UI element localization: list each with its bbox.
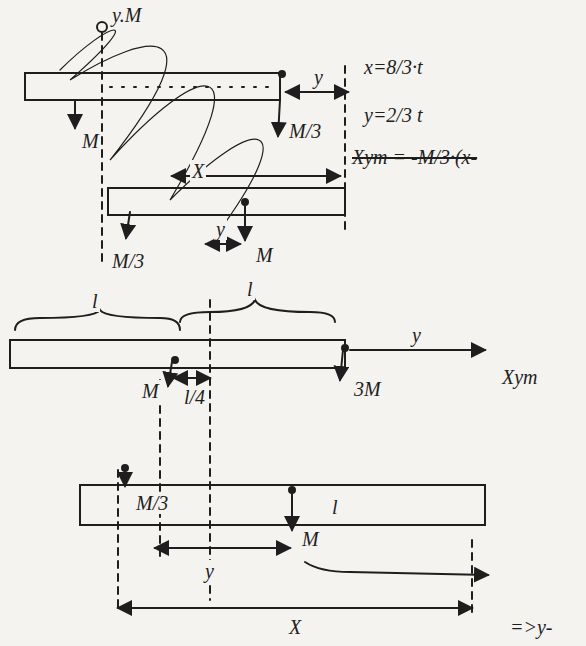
distance-label: X: [287, 616, 303, 638]
distance-label: y: [203, 560, 216, 582]
equation: x=8/3·t: [362, 56, 425, 78]
mass-label: M: [254, 244, 275, 266]
mass-label: M: [300, 528, 321, 550]
mass-label: M/3: [134, 492, 170, 514]
length-label: l: [245, 278, 255, 300]
length-label: l/4: [182, 386, 207, 408]
distance-label: X: [190, 160, 206, 182]
mass-label: M: [140, 380, 161, 402]
struck-equation: Xym = -M/3·(x-: [350, 146, 479, 168]
mass-label: M/3: [110, 250, 146, 272]
axis-label: y.M: [110, 4, 143, 26]
equation: y=2/3 t: [362, 104, 425, 126]
mass-label: M/3: [287, 120, 323, 142]
length-label: l: [330, 496, 340, 518]
distance-label: y: [214, 218, 227, 240]
distance-label: y: [410, 324, 423, 346]
length-label: l: [90, 290, 100, 312]
equation: =>y-: [508, 616, 555, 638]
symbol-label: Xym: [500, 366, 540, 388]
mass-label: 3M: [352, 378, 383, 400]
mass-label: M: [80, 130, 101, 152]
distance-label: y: [312, 66, 325, 88]
